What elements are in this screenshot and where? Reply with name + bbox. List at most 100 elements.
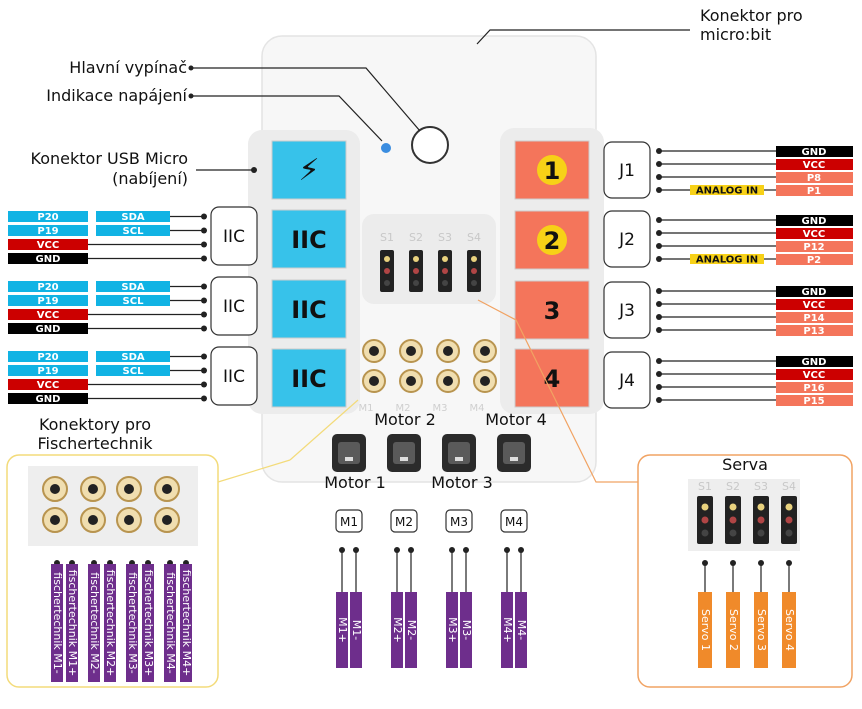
- iic-pin-name: P20: [37, 212, 58, 223]
- motor-connector-pin: [400, 457, 408, 461]
- motor-4-label: Motor 4: [485, 410, 547, 429]
- j-pin-bar: [776, 299, 853, 310]
- analog-in-bar: [690, 185, 764, 195]
- ft-socket-hole: [50, 515, 60, 525]
- j-pin-bar: [776, 172, 853, 183]
- ft-wire-bar: [66, 564, 78, 682]
- callout-usb-line1: Konektor USB Micro: [31, 149, 188, 168]
- j-pin-name: VCC: [803, 160, 825, 171]
- iic-group-box: [210, 206, 258, 266]
- servo-wire-bar: [754, 592, 768, 668]
- iic-fn-bar: [96, 225, 170, 236]
- j-port-label: J1: [618, 161, 635, 181]
- iic-group-label: IIC: [223, 367, 245, 387]
- j-pin-bar: [776, 369, 853, 380]
- iic-dot: [201, 213, 207, 220]
- ft-socket-hole: [124, 484, 134, 494]
- servo-pin: [785, 503, 793, 511]
- ft-wire-label: fischertechnik M3-: [126, 572, 139, 673]
- servo-pin-label: S4: [782, 480, 796, 493]
- motor-wire-bar: [515, 592, 527, 668]
- motor-wire-label: M1+: [336, 617, 349, 643]
- servo-wire-label: Servo 3: [755, 609, 768, 651]
- ft-socket-hole: [88, 515, 98, 525]
- servo-pin: [757, 529, 765, 537]
- j-pin-name: GND: [802, 357, 827, 368]
- motor-box: [445, 509, 473, 533]
- board-servo-pin: [442, 256, 448, 262]
- j-pin-bar: [776, 228, 853, 239]
- callout-dot: [251, 167, 257, 173]
- analog-in-bar: [690, 254, 764, 264]
- callout-usb: Konektor USB Micro (nabíjení): [31, 149, 257, 188]
- left-connector-strip: [248, 130, 360, 414]
- iic-dot: [201, 311, 207, 318]
- board-iic-label: IIC: [291, 296, 326, 324]
- board-servo-pin: [471, 280, 477, 286]
- iic-dot: [201, 381, 207, 388]
- iic-dot: [201, 283, 207, 290]
- iic-pin-name: P20: [37, 282, 58, 293]
- callout-microbit-leader: [476, 29, 690, 45]
- j-pin-bar: [776, 286, 853, 297]
- j-pin-bar: [776, 395, 853, 406]
- board-servo-pin: [413, 280, 419, 286]
- motor-connector-pin: [455, 457, 463, 461]
- board-iic-block: [271, 348, 347, 408]
- iic-dot: [201, 297, 207, 304]
- iic-fn-bar: [96, 351, 170, 362]
- ft-title-line2: Fischertechnik: [37, 434, 153, 453]
- board-servo-pin: [384, 280, 390, 286]
- ft-title-line1: Konektory pro: [39, 415, 151, 434]
- motor-box-label: M4: [505, 515, 523, 529]
- motor-wire-bar: [501, 592, 513, 668]
- power-switch[interactable]: [411, 126, 449, 164]
- motor-wire-label: M4+: [501, 617, 514, 643]
- iic-dot: [201, 241, 207, 248]
- j-pin-bar: [776, 215, 853, 226]
- servo-pin: [757, 503, 765, 511]
- ft-wire-bar: [51, 564, 63, 682]
- iic-fn-bar: [96, 365, 170, 376]
- callout-microbit-line2: micro:bit: [700, 25, 771, 44]
- j-pin-bar: [776, 185, 853, 196]
- port-block-3: [514, 280, 590, 340]
- callout-microbit-line1: Konektor pro: [700, 6, 803, 25]
- board-servo-pin: [471, 256, 477, 262]
- motor-connector-inner: [393, 442, 415, 464]
- ft-wires: fischertechnik M1-fischertechnik M1+fisc…: [51, 560, 193, 682]
- board-iic-block: [271, 279, 347, 339]
- board-servo-pin: [413, 256, 419, 262]
- j-port-box: [603, 210, 651, 268]
- iic-pin-name: GND: [36, 254, 61, 265]
- power-led: [381, 143, 391, 153]
- socket-hole: [443, 346, 453, 356]
- socket-hole: [406, 376, 416, 386]
- j-pin-name: P8: [807, 173, 821, 184]
- j-pin-bar: [776, 159, 853, 170]
- servo-wire-bar: [726, 592, 740, 668]
- iic-fn-name: SDA: [121, 212, 145, 223]
- iic-pin-bar: [8, 323, 88, 334]
- ft-leader-2: [289, 399, 359, 461]
- motor-wire-bar: [391, 592, 403, 668]
- callout-power-led-leader: [191, 95, 383, 142]
- servo-pin: [785, 529, 793, 537]
- iic-fn-name: SCL: [123, 226, 145, 237]
- ft-wire-label: fischertechnik M4-: [164, 572, 177, 673]
- j-pin-name: P12: [803, 242, 824, 253]
- callout-power-switch-text: Hlavní vypínač: [69, 58, 187, 77]
- motor-box-label: M2: [395, 515, 413, 529]
- servo-wire-label: Servo 2: [727, 609, 740, 651]
- servo-pin-label: S1: [698, 480, 712, 493]
- board-motor-label: M4: [470, 403, 485, 414]
- motor-box-label: M1: [340, 515, 358, 529]
- iic-fn-name: SCL: [123, 366, 145, 377]
- iic-group-box: [210, 276, 258, 336]
- servo-pin-label: S3: [754, 480, 768, 493]
